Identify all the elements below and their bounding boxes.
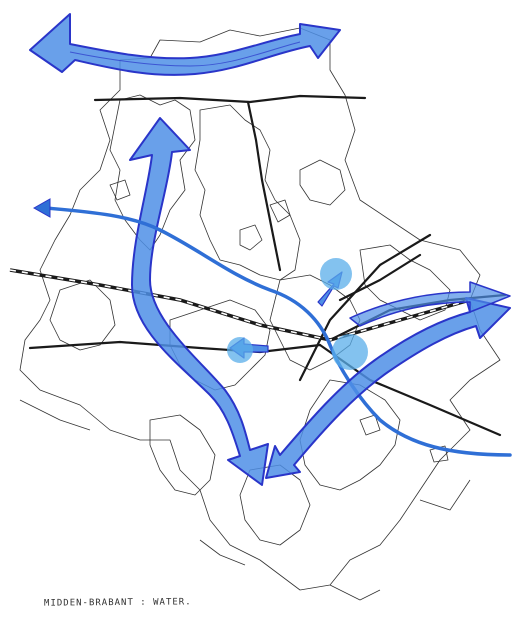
water-arrow-north bbox=[29, 13, 341, 76]
boundary-inner-10 bbox=[299, 159, 346, 206]
highway-north-south bbox=[246, 100, 282, 272]
highway-north bbox=[93, 94, 367, 104]
water-line-west-arrowhead bbox=[32, 198, 51, 218]
boundary-inner-5 bbox=[359, 244, 451, 321]
water-arrow-southeast bbox=[265, 297, 511, 479]
water-arrow-east-upper bbox=[349, 281, 511, 327]
municipal-boundaries bbox=[19, 27, 501, 601]
water-node-north bbox=[320, 258, 352, 290]
map-caption: MIDDEN-BRABANT : WATER. bbox=[43, 597, 192, 609]
highways bbox=[28, 94, 507, 437]
water-flows bbox=[29, 13, 512, 486]
water-arrow-north-core bbox=[69, 41, 301, 67]
highway-south bbox=[28, 340, 322, 354]
water-node-west bbox=[227, 337, 253, 363]
boundary-inner-11 bbox=[109, 179, 449, 463]
boundary-inner-8 bbox=[149, 414, 216, 496]
water-line-west bbox=[44, 206, 512, 457]
railway-dashes bbox=[9, 269, 471, 341]
boundary-inner-12 bbox=[19, 399, 471, 601]
boundary-inner-1 bbox=[109, 94, 196, 251]
water-node-center bbox=[332, 334, 368, 370]
boundary-inner-7 bbox=[49, 279, 116, 351]
boundary-outer bbox=[19, 27, 501, 591]
water-arrow-west-loop bbox=[129, 117, 269, 486]
water-nodes bbox=[227, 258, 368, 370]
railway bbox=[9, 268, 471, 342]
boundary-inner-2 bbox=[194, 104, 301, 281]
highway-east-4 bbox=[338, 253, 422, 302]
